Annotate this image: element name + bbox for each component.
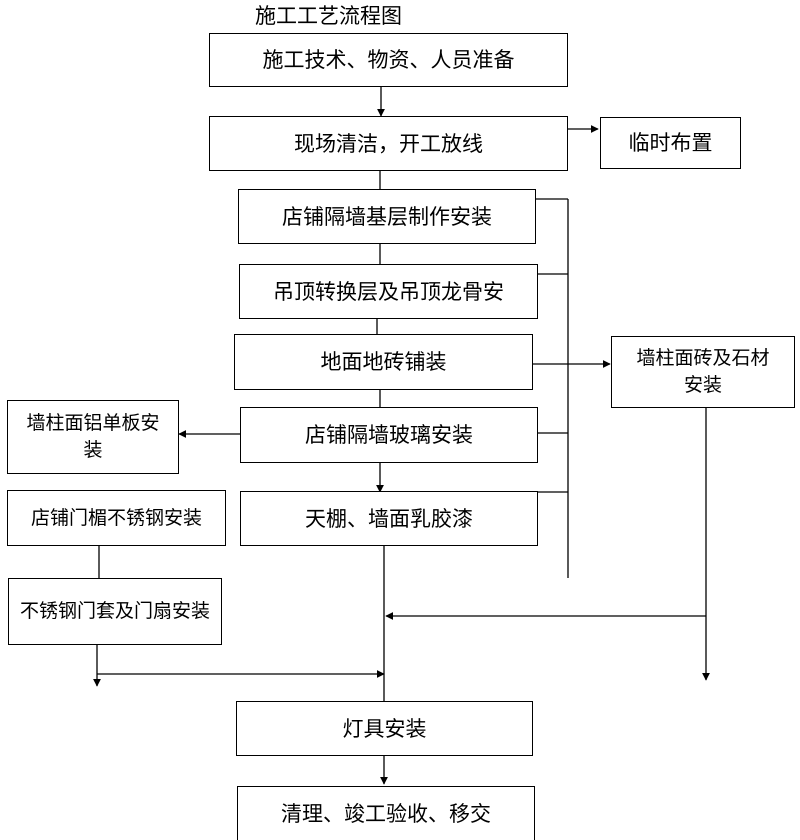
step-wall-tile-stone: 墙柱面砖及石材安装 <box>611 336 795 408</box>
step-latex-paint: 天棚、墙面乳胶漆 <box>240 491 538 546</box>
step-alu-panel-label: 墙柱面铝单板安装 <box>26 412 160 461</box>
step-prep: 施工技术、物资、人员准备 <box>209 33 568 87</box>
step-completion: 清理、竣工验收、移交 <box>237 786 535 840</box>
step-temp-layout: 临时布置 <box>600 117 741 169</box>
step-door-frame-label: 不锈钢门套及门扇安装 <box>19 600 210 622</box>
step-lighting-label: 灯具安装 <box>342 716 427 741</box>
step-lintel-steel: 店铺门楣不锈钢安装 <box>7 490 226 546</box>
step-alu-panel: 墙柱面铝单板安装 <box>7 400 179 474</box>
step-partition-base-label: 店铺隔墙基层制作安装 <box>282 204 492 229</box>
step-partition-glass-label: 店铺隔墙玻璃安装 <box>305 423 473 447</box>
step-partition-glass: 店铺隔墙玻璃安装 <box>240 407 538 463</box>
step-floor-tile-label: 地面地砖铺装 <box>320 350 447 374</box>
step-partition-base: 店铺隔墙基层制作安装 <box>238 189 536 244</box>
step-site-clean: 现场清洁，开工放线 <box>209 116 568 171</box>
diagram-title: 施工工艺流程图 <box>255 4 402 28</box>
step-completion-label: 清理、竣工验收、移交 <box>281 801 491 826</box>
step-site-clean-label: 现场清洁，开工放线 <box>294 131 483 156</box>
step-door-frame: 不锈钢门套及门扇安装 <box>8 578 222 645</box>
step-prep-label: 施工技术、物资、人员准备 <box>262 48 515 72</box>
step-lighting: 灯具安装 <box>236 701 533 756</box>
step-temp-layout-label: 临时布置 <box>628 131 713 155</box>
step-wall-tile-stone-label: 墙柱面砖及石材安装 <box>636 347 770 396</box>
step-ceiling-frame: 吊顶转换层及吊顶龙骨安 <box>239 264 538 319</box>
step-latex-paint-label: 天棚、墙面乳胶漆 <box>305 506 473 531</box>
step-ceiling-frame-label: 吊顶转换层及吊顶龙骨安 <box>273 279 504 304</box>
step-floor-tile: 地面地砖铺装 <box>234 334 533 390</box>
step-lintel-steel-label: 店铺门楣不锈钢安装 <box>30 506 202 529</box>
